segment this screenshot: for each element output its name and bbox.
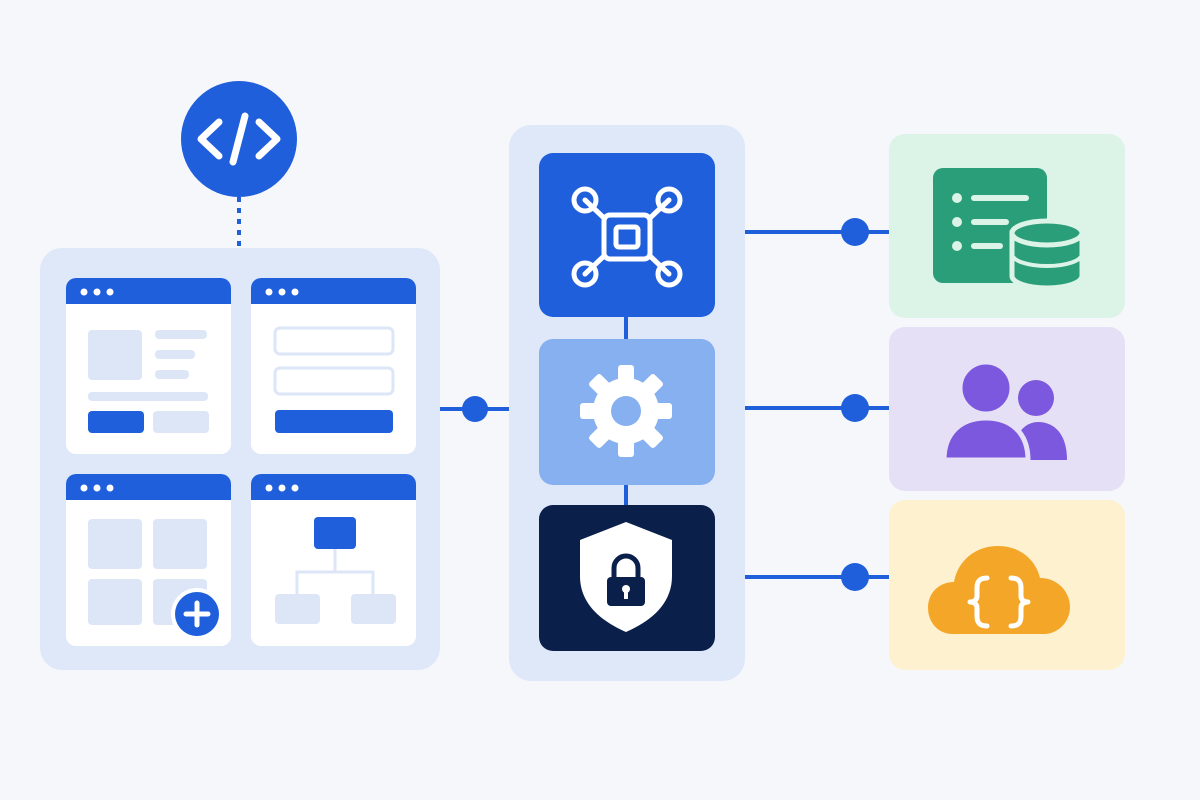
window-form-layout[interactable] (251, 278, 416, 454)
users-icon (941, 359, 1067, 463)
core-stack-group (509, 125, 745, 681)
database-service-tile[interactable] (889, 134, 1125, 318)
integration-hub-tile[interactable] (539, 153, 715, 317)
cloud-code-icon (928, 546, 1070, 634)
users-service-tile[interactable] (889, 327, 1125, 491)
window-dots (80, 484, 114, 492)
hub-icon (571, 186, 683, 288)
window-dots (265, 484, 299, 492)
security-layer-tile[interactable] (539, 505, 715, 651)
add-icon[interactable] (171, 588, 223, 640)
connector-node (841, 563, 869, 591)
submit-button-placeholder (275, 410, 393, 433)
database-list-icon (933, 168, 1085, 291)
gear-icon (580, 365, 672, 457)
connector-core-cloud (745, 563, 889, 591)
connector-node (462, 396, 488, 422)
form-field-placeholder (273, 326, 395, 356)
shield-lock-icon (580, 522, 672, 632)
image-placeholder (88, 330, 142, 380)
code-badge[interactable] (181, 81, 297, 197)
connector-node (841, 218, 869, 246)
settings-engine-tile[interactable] (539, 339, 715, 485)
connector-node (841, 394, 869, 422)
connector-frontend-core (440, 396, 509, 422)
connector-core-database (745, 218, 889, 246)
window-grid-layout[interactable] (66, 474, 231, 646)
frontend-group (40, 81, 440, 670)
services-group (889, 134, 1125, 670)
window-article-layout[interactable] (66, 278, 231, 454)
connector-core-users (745, 394, 889, 422)
window-tree-layout[interactable] (251, 474, 416, 646)
primary-button-placeholder (88, 411, 144, 433)
window-dots (265, 288, 299, 296)
window-dots (80, 288, 114, 296)
tree-icon (275, 517, 396, 624)
code-icon (197, 112, 281, 166)
form-field-placeholder (273, 366, 395, 396)
cloud-api-service-tile[interactable] (889, 500, 1125, 670)
